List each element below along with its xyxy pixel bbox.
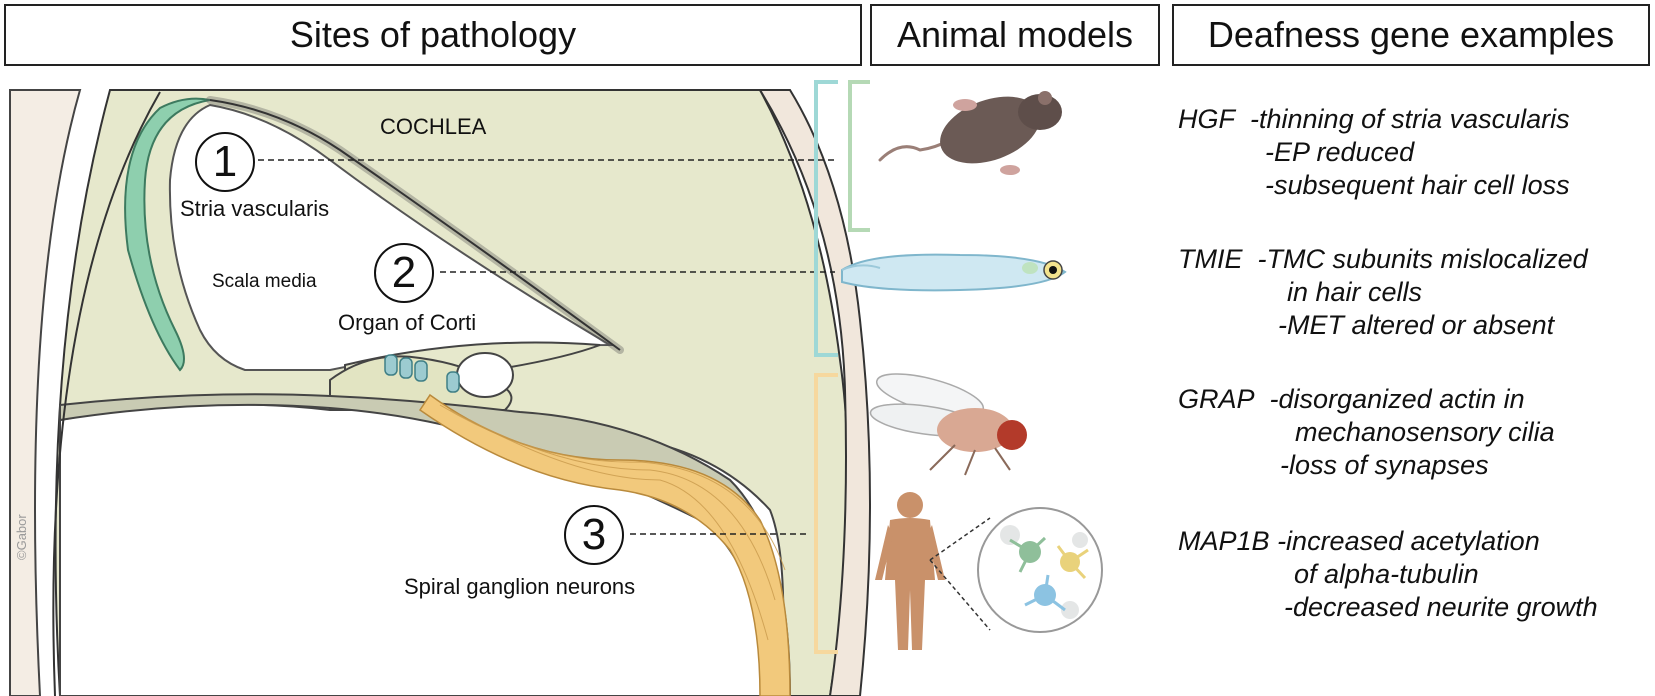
bracket-yellow — [814, 373, 838, 654]
gene-name: TMIE — [1178, 244, 1243, 274]
gene-name: GRAP — [1178, 384, 1255, 414]
fruit-fly-icon — [869, 373, 1027, 476]
header-genes-text: Deafness gene examples — [1207, 14, 1615, 55]
neuron-cells-icon — [977, 507, 1103, 633]
header-animal-models: Animal models — [870, 4, 1160, 66]
gene-effect: in hair cells — [1287, 277, 1423, 307]
stria-vascularis-band — [124, 97, 211, 372]
gene-effect: -TMC subunits mislocalized — [1257, 244, 1588, 274]
site-number-1: 1 — [195, 132, 255, 192]
auditory-nerve — [418, 393, 791, 696]
scala-tympani — [59, 403, 785, 696]
neuron-blue — [1024, 574, 1066, 612]
right-bone — [758, 89, 871, 696]
gene-effect: -MET altered or absent — [1278, 310, 1555, 340]
site-number-2: 2 — [374, 243, 434, 303]
human-icon — [875, 492, 945, 650]
gene-name: MAP1B — [1178, 526, 1270, 556]
label-spiral-ganglion-neurons: Spiral ganglion neurons — [404, 574, 636, 599]
hair-cells — [384, 354, 460, 393]
gene-effect: -loss of synapses — [1280, 450, 1489, 480]
neuron-yellow — [1056, 545, 1089, 580]
header-animals-text: Animal models — [896, 14, 1134, 55]
gene-block-map1b: MAP1B -increased acetylation of alpha-tu… — [1178, 525, 1598, 624]
label-cochlea: COCHLEA — [380, 114, 487, 139]
gene-effect: -disorganized actin in — [1269, 384, 1525, 414]
gene-name: HGF — [1178, 104, 1235, 134]
gene-effect: -increased acetylation — [1277, 526, 1540, 556]
gene-effect: -subsequent hair cell loss — [1265, 170, 1570, 200]
cochlear-wall — [9, 89, 82, 696]
gene-effect: -thinning of stria vascularis — [1250, 104, 1570, 134]
gene-block-tmie: TMIE -TMC subunits mislocalized in hair … — [1178, 243, 1588, 342]
gene-block-grap: GRAP -disorganized actin in mechanosenso… — [1178, 383, 1555, 482]
mouse-icon — [878, 91, 1062, 175]
label-organ-of-corti: Organ of Corti — [338, 310, 477, 335]
gene-effect: -EP reduced — [1265, 137, 1415, 167]
label-stria-vascularis: Stria vascularis — [180, 196, 330, 221]
gene-effect: -decreased neurite growth — [1284, 592, 1598, 622]
bracket-teal — [814, 80, 838, 357]
site-number-3: 3 — [564, 505, 624, 565]
bracket-green — [848, 80, 870, 232]
header-sites-text: Sites of pathology — [289, 14, 577, 55]
header-sites-of-pathology: Sites of pathology — [4, 4, 862, 66]
artist-signature: ©Gabor — [14, 514, 29, 560]
zebrafish-icon — [841, 253, 1067, 292]
gene-effect: mechanosensory cilia — [1295, 417, 1555, 447]
header-deafness-genes: Deafness gene examples — [1172, 4, 1650, 66]
label-scala-media: Scala media — [212, 271, 317, 292]
neuron-green — [1009, 536, 1047, 573]
gene-block-hgf: HGF -thinning of stria vascularis -EP re… — [1178, 103, 1570, 202]
gene-effect: of alpha-tubulin — [1294, 559, 1479, 589]
